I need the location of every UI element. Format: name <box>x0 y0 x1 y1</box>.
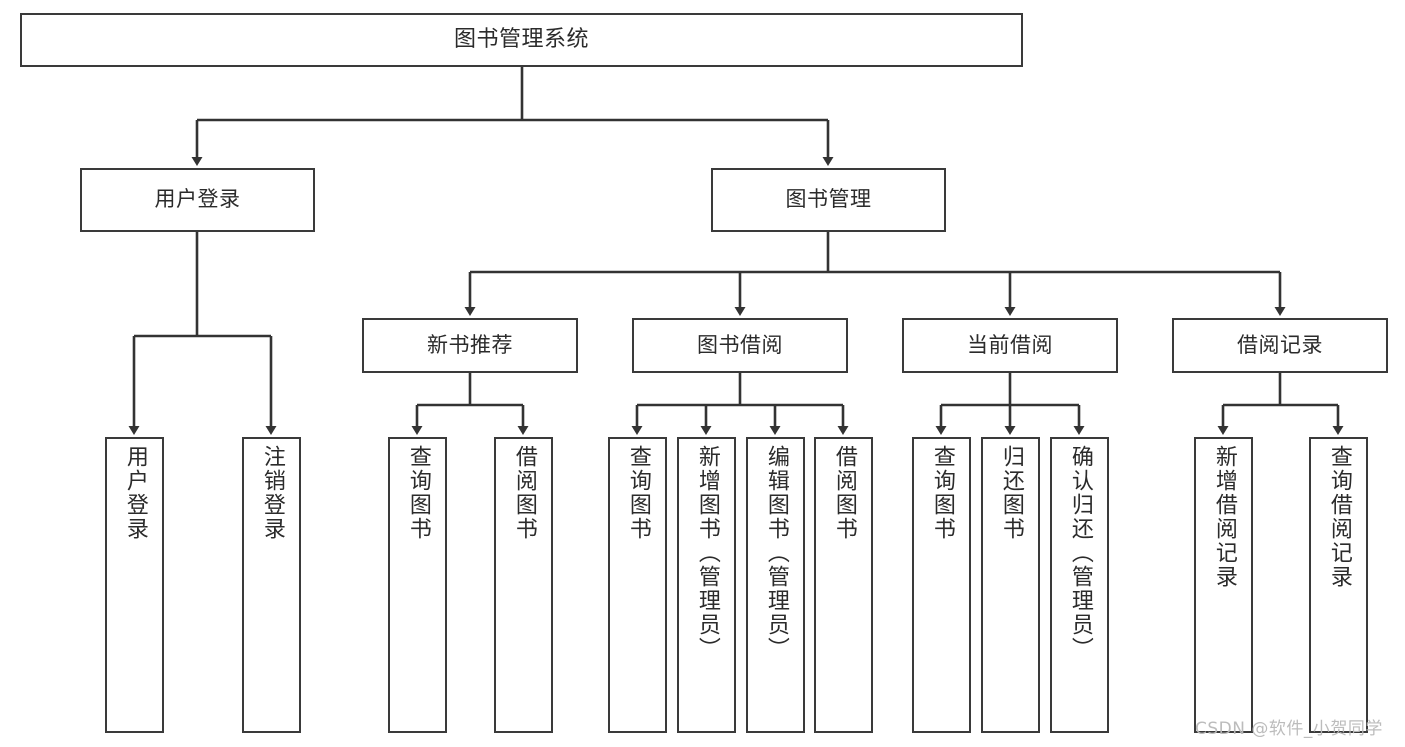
node-book-borrow-label: 图书借阅 <box>697 332 783 357</box>
node-book-management[interactable]: 图书管理 <box>711 168 946 232</box>
csdn-watermark: CSDN @软件_小贺同学 <box>1195 719 1383 739</box>
node-leaf-query-book-2[interactable]: 查询图书 <box>608 437 667 733</box>
node-current-borrow-label: 当前借阅 <box>967 332 1053 357</box>
node-leaf-add-record[interactable]: 新增借阅记录 <box>1194 437 1253 733</box>
node-current-borrow[interactable]: 当前借阅 <box>902 318 1118 373</box>
node-leaf-query-book-1[interactable]: 查询图书 <box>388 437 447 733</box>
node-leaf-user-login-label: 用户登录 <box>122 445 148 541</box>
node-leaf-query-record[interactable]: 查询借阅记录 <box>1309 437 1368 733</box>
node-book-borrow[interactable]: 图书借阅 <box>632 318 848 373</box>
node-leaf-query-record-label: 查询借阅记录 <box>1326 445 1352 589</box>
node-leaf-query-book-3-label: 查询图书 <box>929 445 955 541</box>
node-leaf-query-book-2-label: 查询图书 <box>625 445 651 541</box>
node-leaf-edit-book-label: 编辑图书（管理员） <box>763 445 789 661</box>
node-leaf-add-record-label: 新增借阅记录 <box>1211 445 1237 589</box>
node-book-management-label: 图书管理 <box>785 187 872 212</box>
node-leaf-logout-login[interactable]: 注销登录 <box>242 437 301 733</box>
node-leaf-add-book-label: 新增图书（管理员） <box>694 445 720 661</box>
node-leaf-logout-login-label: 注销登录 <box>259 445 285 541</box>
node-user-login-label: 用户登录 <box>154 187 241 212</box>
node-leaf-return-book[interactable]: 归还图书 <box>981 437 1040 733</box>
node-leaf-borrow-book-2[interactable]: 借阅图书 <box>814 437 873 733</box>
node-new-book-recommend-label: 新书推荐 <box>427 332 513 357</box>
node-borrow-record[interactable]: 借阅记录 <box>1172 318 1388 373</box>
node-leaf-query-book-3[interactable]: 查询图书 <box>912 437 971 733</box>
node-leaf-query-book-1-label: 查询图书 <box>405 445 431 541</box>
node-leaf-borrow-book-1[interactable]: 借阅图书 <box>494 437 553 733</box>
node-root-system-label: 图书管理系统 <box>453 26 589 52</box>
node-leaf-confirm-return-label: 确认归还（管理员） <box>1067 445 1093 661</box>
node-leaf-confirm-return[interactable]: 确认归还（管理员） <box>1050 437 1109 733</box>
node-borrow-record-label: 借阅记录 <box>1237 332 1323 357</box>
node-leaf-borrow-book-1-label: 借阅图书 <box>511 445 537 541</box>
node-leaf-user-login[interactable]: 用户登录 <box>105 437 164 733</box>
node-leaf-return-book-label: 归还图书 <box>998 445 1024 541</box>
node-leaf-borrow-book-2-label: 借阅图书 <box>831 445 857 541</box>
node-new-book-recommend[interactable]: 新书推荐 <box>362 318 578 373</box>
node-leaf-add-book[interactable]: 新增图书（管理员） <box>677 437 736 733</box>
node-leaf-edit-book[interactable]: 编辑图书（管理员） <box>746 437 805 733</box>
node-user-login[interactable]: 用户登录 <box>80 168 315 232</box>
node-root-system[interactable]: 图书管理系统 <box>20 13 1023 67</box>
